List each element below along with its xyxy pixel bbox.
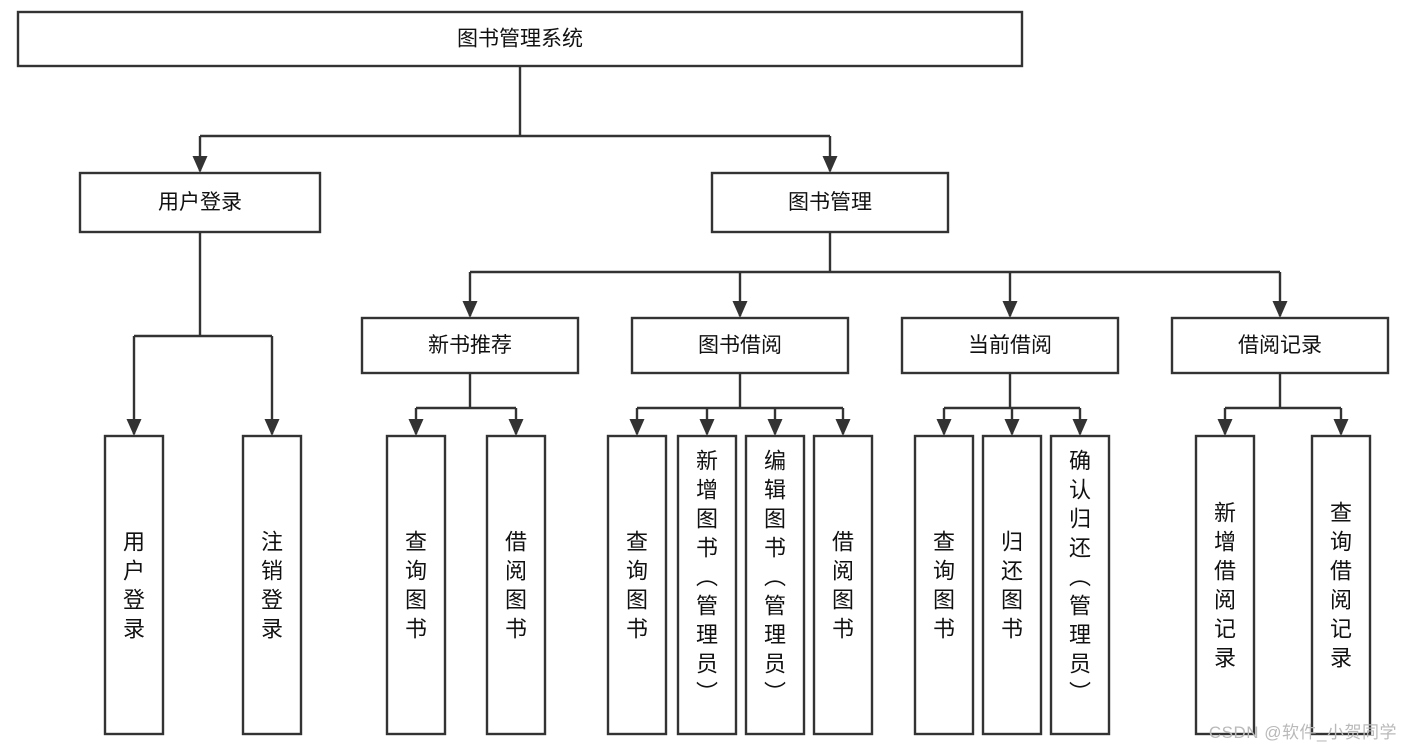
node-label-current-query-book: 查询图书: [933, 530, 955, 642]
node-borrow-add-book[interactable]: 新增图书︵管理员︶: [676, 434, 738, 736]
arrow-head-icon: [264, 419, 280, 436]
node-label-book-management: 图书管理: [788, 191, 872, 214]
node-label-user-login-login: 用户登录: [123, 530, 145, 642]
node-root[interactable]: 图书管理系统: [16, 10, 1024, 68]
nodes-layer: 图书管理系统用户登录用户登录注销登录图书管理新书推荐查询图书借阅图书图书借阅查询…: [16, 10, 1390, 736]
node-box-current-borrow: [900, 316, 1120, 375]
connector-recommend-to-children: [408, 373, 524, 436]
node-book-borrow[interactable]: 图书借阅: [630, 316, 850, 375]
node-book-management[interactable]: 图书管理: [710, 171, 950, 234]
node-box-user-login-logout: [241, 434, 303, 736]
arrow-head-icon: [835, 419, 851, 436]
arrow-head-icon: [629, 419, 645, 436]
node-box-root: [16, 10, 1024, 68]
node-label-current-confirm-return: 确认归还︵管理员︶: [1069, 449, 1091, 706]
node-records-add[interactable]: 新增借阅记录: [1194, 434, 1256, 736]
node-records-query[interactable]: 查询借阅记录: [1310, 434, 1372, 736]
node-current-return-book[interactable]: 归还图书: [981, 434, 1043, 736]
arrow-head-icon: [508, 419, 524, 436]
node-box-current-confirm-return: [1049, 434, 1111, 736]
node-borrow-records[interactable]: 借阅记录: [1170, 316, 1390, 375]
arrow-head-icon: [1333, 419, 1349, 436]
arrow-head-icon: [822, 156, 838, 173]
node-current-confirm-return[interactable]: 确认归还︵管理员︶: [1049, 434, 1111, 736]
arrow-head-icon: [192, 156, 208, 173]
arrow-head-icon: [1004, 419, 1020, 436]
node-label-records-query: 查询借阅记录: [1330, 501, 1352, 671]
node-box-borrow-add-book: [676, 434, 738, 736]
arrow-head-icon: [462, 301, 478, 318]
arrow-head-icon: [732, 301, 748, 318]
node-recommend-borrow-book[interactable]: 借阅图书: [485, 434, 547, 736]
node-borrow-borrow-book[interactable]: 借阅图书: [812, 434, 874, 736]
node-label-borrow-edit-book: 编辑图书︵管理员︶: [764, 449, 786, 706]
node-label-records-add: 新增借阅记录: [1214, 501, 1236, 671]
node-user-login-logout[interactable]: 注销登录: [241, 434, 303, 736]
arrow-head-icon: [126, 419, 142, 436]
node-box-new-book-recommend: [360, 316, 580, 375]
arrow-head-icon: [408, 419, 424, 436]
node-box-user-login: [78, 171, 322, 234]
node-label-borrow-query-book: 查询图书: [626, 530, 648, 642]
connector-records-to-children: [1217, 373, 1349, 436]
node-box-book-management: [710, 171, 950, 234]
node-box-records-add: [1194, 434, 1256, 736]
arrow-head-icon: [699, 419, 715, 436]
node-label-borrow-add-book: 新增图书︵管理员︶: [696, 449, 718, 706]
connector-book-management-to-level2: [462, 232, 1288, 318]
node-label-user-login-logout: 注销登录: [261, 530, 283, 642]
arrow-head-icon: [936, 419, 952, 436]
connector-user-login-to-children: [126, 232, 280, 436]
node-label-current-borrow: 当前借阅: [968, 334, 1052, 357]
node-new-book-recommend[interactable]: 新书推荐: [360, 316, 580, 375]
node-label-recommend-borrow-book: 借阅图书: [505, 530, 527, 642]
node-borrow-edit-book[interactable]: 编辑图书︵管理员︶: [744, 434, 806, 736]
node-box-borrow-records: [1170, 316, 1390, 375]
connector-current-to-children: [936, 373, 1088, 436]
node-label-new-book-recommend: 新书推荐: [428, 334, 512, 357]
node-box-borrow-borrow-book: [812, 434, 874, 736]
node-label-root: 图书管理系统: [457, 28, 583, 51]
connector-borrow-to-children: [629, 373, 851, 436]
node-label-book-borrow: 图书借阅: [698, 334, 782, 357]
arrow-head-icon: [1072, 419, 1088, 436]
arrow-head-icon: [1272, 301, 1288, 318]
node-borrow-query-book[interactable]: 查询图书: [606, 434, 668, 736]
node-current-borrow[interactable]: 当前借阅: [900, 316, 1120, 375]
arrow-head-icon: [1002, 301, 1018, 318]
node-box-current-query-book: [913, 434, 975, 736]
node-box-recommend-query-book: [385, 434, 447, 736]
node-recommend-query-book[interactable]: 查询图书: [385, 434, 447, 736]
node-label-user-login: 用户登录: [158, 191, 242, 214]
node-box-borrow-query-book: [606, 434, 668, 736]
node-label-current-return-book: 归还图书: [1001, 530, 1023, 642]
connector-root-to-level1: [192, 66, 838, 173]
connectors-layer: [126, 66, 1349, 436]
node-box-user-login-login: [103, 434, 165, 736]
csdn-watermark: CSDN @软件_小贺同学: [1208, 723, 1397, 742]
node-label-borrow-records: 借阅记录: [1238, 334, 1322, 357]
node-label-recommend-query-book: 查询图书: [405, 530, 427, 642]
node-box-recommend-borrow-book: [485, 434, 547, 736]
node-user-login-login[interactable]: 用户登录: [103, 434, 165, 736]
node-user-login[interactable]: 用户登录: [78, 171, 322, 234]
node-label-borrow-borrow-book: 借阅图书: [832, 530, 854, 642]
node-box-records-query: [1310, 434, 1372, 736]
node-box-current-return-book: [981, 434, 1043, 736]
node-current-query-book[interactable]: 查询图书: [913, 434, 975, 736]
arrow-head-icon: [1217, 419, 1233, 436]
node-box-book-borrow: [630, 316, 850, 375]
node-box-borrow-edit-book: [744, 434, 806, 736]
arrow-head-icon: [767, 419, 783, 436]
